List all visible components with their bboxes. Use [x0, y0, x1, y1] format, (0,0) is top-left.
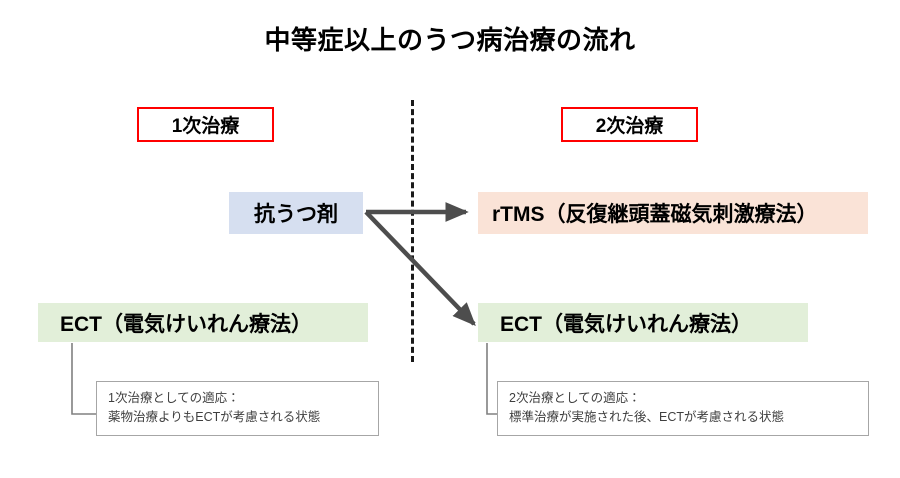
- note-primary-line1: 1次治療としての適応：: [108, 391, 240, 405]
- note-secondary-line1: 2次治療としての適応：: [509, 391, 641, 405]
- treatment-box-ect-secondary: ECT（電気けいれん療法）: [478, 303, 808, 342]
- treatment-box-ect-primary: ECT（電気けいれん療法）: [38, 303, 368, 342]
- phase-label-primary: 1次治療: [137, 107, 274, 142]
- note-primary-line2: 薬物治療よりもECTが考慮される状態: [108, 410, 321, 425]
- note-ect-primary-indication: 1次治療としての適応： 薬物治療よりもECTが考慮される状態: [96, 381, 379, 436]
- page-title: 中等症以上のうつ病治療の流れ: [264, 25, 636, 55]
- arrow-antidepressant-to-ect: [364, 210, 476, 326]
- note-ect-secondary-indication: 2次治療としての適応： 標準治療が実施された後、ECTが考慮される状態: [497, 381, 869, 436]
- treatment-box-rtms: rTMS（反復継頭蓋磁気刺激療法）: [478, 192, 868, 234]
- note-secondary-line2: 標準治療が実施された後、ECTが考慮される状態: [509, 410, 785, 425]
- treatment-box-antidepressant: 抗うつ剤: [229, 192, 363, 234]
- phase-divider-dashed-line: [411, 100, 414, 362]
- phase-label-secondary: 2次治療: [561, 107, 698, 142]
